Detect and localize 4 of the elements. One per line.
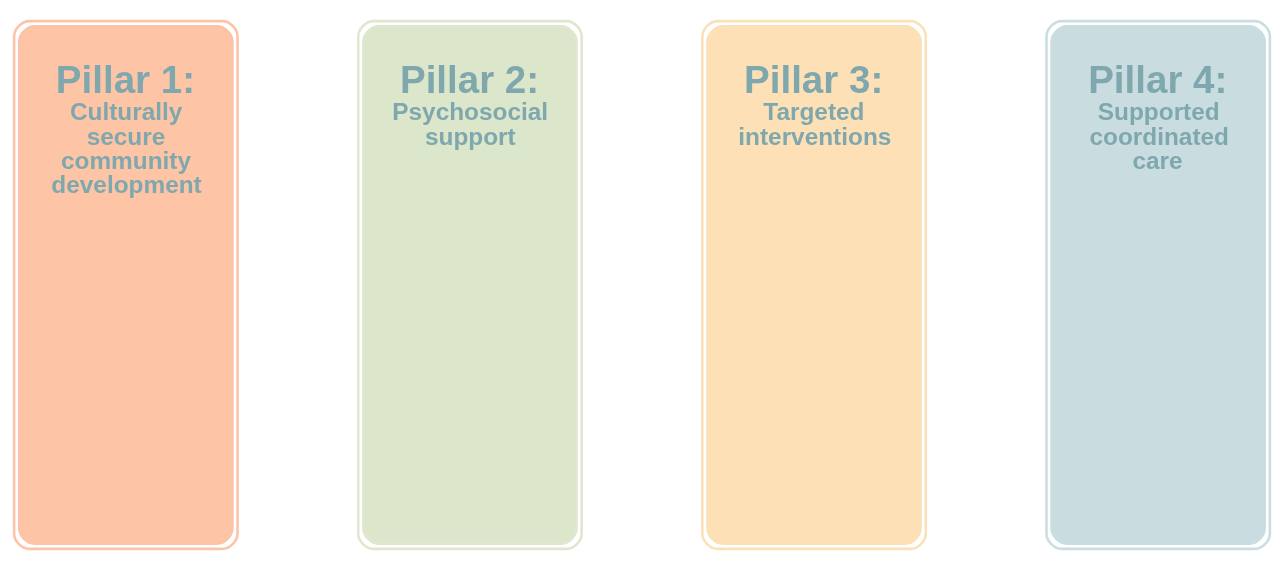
node-box: Pillar 3: Targeted interventions (701, 19, 928, 550)
node-box: Pillar 1: Culturally secure community development (12, 19, 239, 550)
node-box: Pillar 2: Psychosocial support (356, 19, 583, 550)
node-box: Pillar 4: Supported coordinated care (1045, 19, 1272, 550)
